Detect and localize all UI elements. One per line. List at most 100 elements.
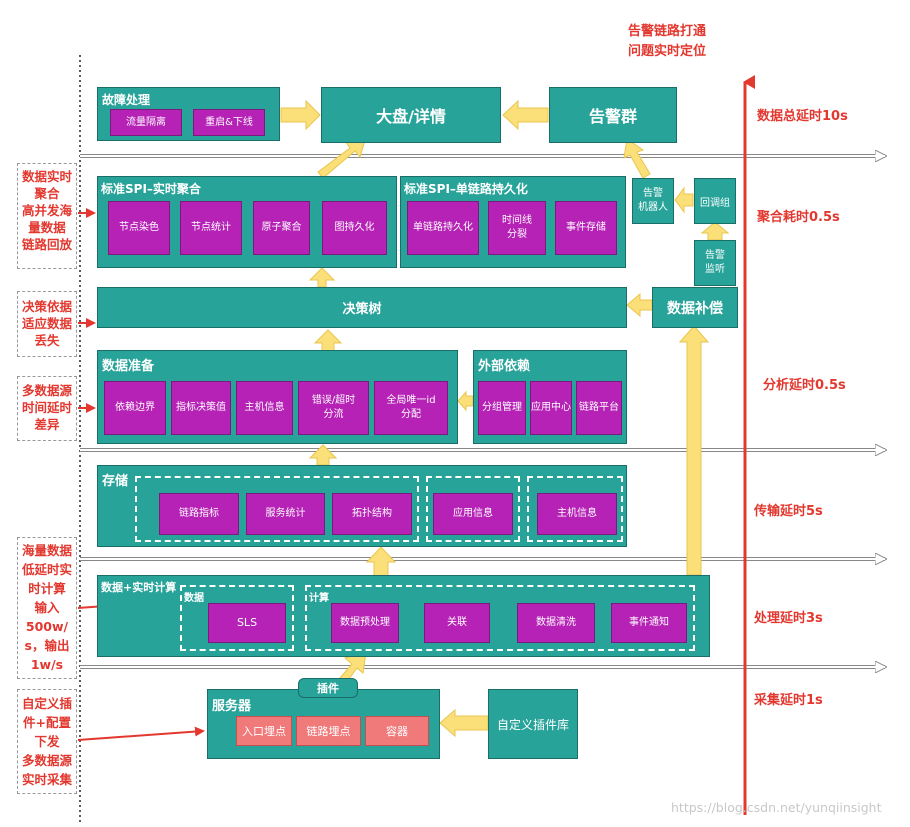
metric-decision-value-node[interactable]: 指标决策值 [171, 381, 231, 435]
note-line: 海量数据 [21, 543, 72, 558]
container-node[interactable]: 容器 [365, 716, 429, 746]
plugin-node[interactable]: 插件 [298, 678, 358, 698]
note-decision-basis: 决策依据 适应数据 丢失 [17, 291, 77, 357]
note-line: 1w/s [30, 657, 64, 672]
note-line: 时计算 [28, 581, 66, 596]
storage-panel: 存储 链路指标 服务统计 拓扑结构 应用信息 主机信息 [97, 465, 627, 547]
note-line: 多数据源 [21, 753, 72, 768]
note-line: 链路回放 [21, 237, 72, 252]
note-line: 多数据源 [21, 383, 72, 398]
latency-process: 处理延时3s [754, 611, 823, 626]
entry-probe-node[interactable]: 入口埋点 [236, 716, 292, 746]
spi-single-link-panel: 标准SPI–单链路持久化 单链路持久化 时间线 分裂 事件存储 [400, 176, 626, 268]
graph-persistence-node[interactable]: 图持久化 [322, 201, 387, 255]
data-group-label: 数据 [184, 593, 204, 604]
latency-collect: 采集延时1s [754, 693, 823, 708]
latency-aggregate: 聚合耗时0.5s [757, 210, 840, 225]
global-unique-id-node[interactable]: 全局唯一id 分配 [374, 381, 448, 435]
node-coloring-node[interactable]: 节点染色 [108, 201, 170, 255]
service-statistics-node[interactable]: 服务统计 [246, 493, 325, 535]
note-multi-source-delay: 多数据源 时间延时 差异 [17, 376, 77, 441]
note-line: s，输出 [24, 638, 70, 653]
data-cleaning-node[interactable]: 数据清洗 [517, 603, 595, 643]
preprocess-node[interactable]: 数据预处理 [331, 603, 399, 643]
note-line: 实时采集 [21, 772, 72, 787]
note-realtime-aggregation: 数据实时 聚合 高并发海 量数据 链路回放 [17, 163, 77, 269]
note-line: 自定义插 [21, 696, 72, 711]
data-preparation-panel: 数据准备 依赖边界 指标决策值 主机信息 错误/超时 分流 全局唯一id 分配 [97, 350, 458, 444]
calc-group-label: 计算 [309, 593, 329, 604]
latency-analysis: 分析延时0.5s [763, 378, 846, 393]
event-storage-node[interactable]: 事件存储 [555, 201, 617, 255]
note-line: 低延时实 [21, 562, 72, 577]
note-line: 适应数据 [21, 316, 72, 331]
error-timeout-split-node[interactable]: 错误/超时 分流 [298, 381, 369, 435]
compute-panel: 数据+实时计算 数据 计算 SLS 数据预处理 关联 数据清洗 事件通知 [97, 575, 710, 657]
note-line: 决策依据 [21, 299, 72, 314]
spi-aggregation-panel: 标准SPI–实时聚合 节点染色 节点统计 原子聚合 图持久化 [97, 176, 397, 268]
server-title: 服务器 [212, 699, 252, 714]
sls-node[interactable]: SLS [208, 603, 286, 643]
storage-group-3 [527, 476, 623, 542]
fault-handling-panel: 故障处理 流量隔离 重启&下线 [97, 87, 280, 141]
latency-transfer: 传输延时5s [754, 504, 823, 519]
storage-group-1 [135, 476, 419, 542]
correlation-node[interactable]: 关联 [424, 603, 490, 643]
spi-single-link-title: 标准SPI–单链路持久化 [404, 182, 528, 196]
link-platform-node[interactable]: 链路平台 [576, 381, 622, 435]
note-custom-plugin: 自定义插 件+配置 下发 多数据源 实时采集 [17, 689, 77, 794]
alarm-monitor-node[interactable]: 告警 监听 [694, 240, 736, 286]
link-metric-node[interactable]: 链路指标 [159, 493, 239, 535]
restart-offline-node[interactable]: 重启&下线 [193, 109, 265, 136]
link-probe-node[interactable]: 链路埋点 [296, 716, 361, 746]
dependency-boundary-node[interactable]: 依赖边界 [104, 381, 166, 435]
app-info-node[interactable]: 应用信息 [433, 493, 513, 535]
data-preparation-title: 数据准备 [102, 359, 155, 374]
group-management-node[interactable]: 分组管理 [478, 381, 526, 435]
storage-group-2 [426, 476, 520, 542]
note-line: 输入 [34, 600, 60, 615]
layer-lines [80, 156, 885, 667]
node-statistics-node[interactable]: 节点统计 [180, 201, 242, 255]
top-note-line-1: 告警链路打通 [628, 24, 707, 39]
single-link-persistence-node[interactable]: 单链路持久化 [407, 201, 479, 255]
decision-tree-node[interactable]: 决策树 [97, 287, 627, 328]
note-arrow-5 [77, 726, 205, 741]
atomic-aggregation-node[interactable]: 原子聚合 [253, 201, 310, 255]
flow-arrows [280, 99, 730, 738]
dashboard-node[interactable]: 大盘/详情 [321, 87, 501, 143]
callback-group-node[interactable]: 回调组 [694, 178, 736, 224]
server-panel: 服务器 入口埋点 链路埋点 容器 [207, 689, 440, 759]
calc-group [305, 585, 695, 651]
event-notification-node[interactable]: 事件通知 [611, 603, 687, 643]
data-compensation-node[interactable]: 数据补偿 [652, 287, 738, 328]
application-center-node[interactable]: 应用中心 [530, 381, 572, 435]
traffic-isolation-node[interactable]: 流量隔离 [110, 109, 182, 136]
note-line: 数据实时 [21, 169, 72, 184]
fault-handling-title: 故障处理 [102, 93, 151, 107]
host-info-node[interactable]: 主机信息 [236, 381, 293, 435]
note-line: 聚合 [34, 186, 60, 201]
note-line: 丢失 [34, 333, 60, 348]
note-line: 下发 [34, 734, 60, 749]
topology-node[interactable]: 拓扑结构 [332, 493, 412, 535]
external-dependency-title: 外部依赖 [478, 359, 531, 374]
timeline-split-node[interactable]: 时间线 分裂 [488, 201, 546, 255]
note-line: 500w/ [25, 619, 69, 634]
data-group [180, 585, 294, 651]
custom-plugin-library-node[interactable]: 自定义插件库 [488, 689, 578, 759]
latency-total: 数据总延时10s [757, 109, 848, 124]
top-note-line-2: 问题实时定位 [628, 44, 707, 59]
note-line: 差异 [34, 417, 60, 432]
alarm-robot-node[interactable]: 告警 机器人 [632, 178, 674, 224]
alarm-group-node[interactable]: 告警群 [549, 87, 677, 143]
note-line: 件+配置 [23, 715, 71, 730]
compute-title: 数据+实时计算 [101, 581, 177, 594]
spi-aggregation-title: 标准SPI–实时聚合 [101, 182, 201, 196]
storage-host-info-node[interactable]: 主机信息 [537, 493, 617, 535]
watermark: https://blog.csdn.net/yunqiinsight [671, 800, 882, 815]
storage-title: 存储 [102, 474, 129, 489]
note-line: 高并发海 [21, 203, 72, 218]
external-dependency-panel: 外部依赖 分组管理 应用中心 链路平台 [473, 350, 627, 444]
note-line: 量数据 [28, 220, 66, 235]
